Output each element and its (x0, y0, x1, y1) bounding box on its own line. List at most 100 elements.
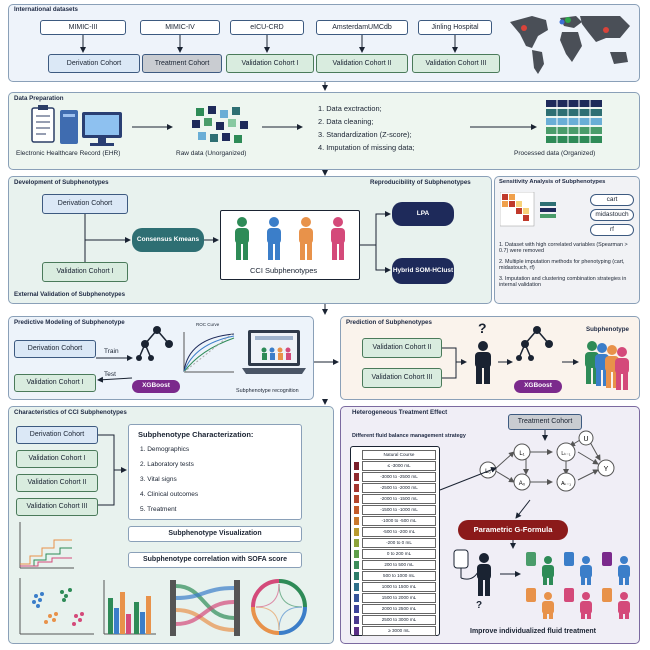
fluid-strategy-row: 0 to 200 mL (354, 549, 436, 560)
chord-diagram-icon (251, 579, 307, 635)
fluid-range-label: 2500 to 3000 mL (362, 614, 436, 625)
sens-note-2: 2. Multiple imputation methods for pheno… (499, 259, 625, 272)
subphenotype-group-icon (585, 341, 629, 390)
bar-plot-icon (103, 580, 156, 635)
dag-node-u: U (583, 436, 588, 443)
improve-label: Improve individualized fluid treatment (470, 628, 597, 635)
fluid-swatch (354, 561, 359, 570)
dag-node-l0: L₀ (485, 469, 491, 475)
fluid-range-label: ≥ 3000 mL (362, 625, 436, 636)
international-title: International datasets (14, 6, 78, 13)
hte-treatment-cohort: Treatment Cohort (508, 414, 582, 430)
chars-title: Characteristics of CCI Subphenotypes (14, 409, 127, 416)
repro-title: Reproducibility of Subphenotypes (370, 179, 471, 186)
fluid-range-label: -1500 to -1000 mL (362, 505, 436, 516)
fluid-swatch (354, 539, 359, 548)
pred-title: Predictive Modeling of Subphenotype (14, 319, 125, 326)
dag-node-lk: Lₖ₋₁ (561, 451, 571, 457)
fluid-range-label: 500 to 1000 mL (362, 571, 436, 582)
fluid-range-label: 1500 to 2000 mL (362, 592, 436, 603)
dev-title: Development of Subphenotypes (14, 179, 109, 186)
natural-course-label: Natural Course (362, 450, 436, 461)
predsub-question: ? (478, 320, 487, 336)
survival-curve-icon (19, 522, 74, 569)
sens-note-1: 1. Dataset with high correlated variable… (499, 242, 628, 255)
fluid-swatch (354, 583, 359, 591)
roc-curve-label: ROC Curve (196, 322, 220, 327)
predsub-validation-3: Validation Cohort III (362, 368, 442, 388)
raw-data-label: Raw data (Unorganized) (176, 150, 247, 157)
fluid-strategy-row: -1500 to -1000 mL (354, 505, 436, 516)
prep-title: Data Preparation (14, 95, 64, 102)
iv-bag-patient-icon (453, 549, 491, 596)
char-item-5: 5. Treatment (140, 506, 177, 513)
fluid-strategy-row: 500 to 1000 mL (354, 571, 436, 582)
dev-validation-cohort: Validation Cohort I (42, 262, 128, 282)
char-item-2: 2. Laboratory tests (140, 461, 194, 468)
fluid-swatch (354, 604, 359, 613)
visualization-box: Subphenotype Visualization (128, 526, 302, 542)
world-map-icon (510, 16, 630, 74)
treated-patients-icon (526, 552, 630, 619)
method-cart: cart (590, 194, 634, 206)
fluid-range-label: -3000 to -2500 mL (362, 472, 436, 483)
laptop-icon (242, 330, 306, 374)
prep-step-2: 2. Data cleaning; (318, 117, 374, 126)
pred-xgboost-pill: XGBoost (132, 380, 180, 393)
fluid-swatch (354, 506, 359, 515)
cci-subphenotypes-label: CCI Subphenotypes (250, 266, 318, 275)
characterization-box (128, 424, 302, 520)
fluid-swatch (354, 484, 359, 493)
dataset-amsterdam: AmsterdamUMCdb (316, 20, 408, 35)
fluid-strategy-row: -2000 to -1500 mL (354, 494, 436, 505)
fluid-range-label: -200 to 0 mL (362, 538, 436, 549)
processed-data-icon (546, 100, 602, 144)
fluid-strategy-row: 2000 to 2500 mL (354, 603, 436, 614)
dag-node-y: Y (604, 466, 609, 473)
method-rf: rf (590, 224, 634, 236)
dataset-mimic3: MIMIC-III (40, 20, 126, 35)
char-item-1: 1. Demographics (140, 446, 190, 453)
char-item-4: 4. Clinical outcomes (140, 491, 199, 498)
cohort-derivation: Derivation Cohort (48, 54, 140, 73)
dag-node-ak: Aₖ₋₁ (561, 481, 571, 487)
fluid-swatch (354, 626, 359, 635)
fluid-strategy-row: 2500 to 3000 mL (354, 614, 436, 625)
dev-derivation-cohort: Derivation Cohort (42, 194, 128, 214)
dag-node-l1: L₁ (519, 451, 524, 457)
alluvial-plot-icon (170, 580, 240, 636)
fluid-range-label: 0 to 200 mL (362, 549, 436, 560)
fluid-strategy-row: 200 to 500 mL (354, 560, 436, 571)
hybrid-som-hclust-pill: Hybrid SOM-HClust (392, 258, 454, 284)
fluid-swatch (354, 572, 359, 581)
fluid-range-label: -2000 to -1500 mL (362, 494, 436, 505)
prep-step-1: 1. Data exctraction; (318, 104, 382, 113)
predsub-xgboost-pill: XGBoost (514, 380, 562, 393)
fluid-strategy-row: ≥ 3000 mL (354, 625, 436, 636)
pred-validation-cohort: Validation Cohort I (14, 374, 96, 392)
fluid-strategy-row: ≤ -3000 mL (354, 461, 436, 472)
fluid-range-label: -500 to -200 mL (362, 527, 436, 538)
fluid-strategy-row: -1000 to -500 mL (354, 516, 436, 527)
ehr-label: Electronic Healthcare Record (EHR) (16, 150, 121, 157)
dataset-eicu: eICU-CRD (230, 20, 304, 35)
characterization-heading: Subphenotype Characterization: (138, 430, 254, 439)
fluid-strategy-rows: Natural Course≤ -3000 mL-3000 to -2500 m… (354, 450, 436, 637)
chars-derivation: Derivation Cohort (16, 426, 98, 444)
fluid-swatch (354, 517, 359, 526)
subphenotype-label: Subphenotype (586, 326, 629, 333)
fluid-strategy-row: -2500 to -2000 mL (354, 483, 436, 494)
correlation-heatmap-icon (500, 192, 556, 227)
sens-note-3: 3. Imputation and clustering combination… (499, 276, 627, 289)
fluid-swatch (354, 451, 359, 460)
fluid-strategy-row: -200 to 0 mL (354, 538, 436, 549)
method-midastouch: midastouch (590, 209, 634, 221)
hte-question: ? (476, 600, 483, 611)
prep-step-4: 4. Imputation of missing data; (318, 143, 415, 152)
chars-validation-2: Validation Cohort II (16, 474, 98, 492)
char-item-3: 3. Vital signs (140, 476, 177, 483)
hte-title: Heterogeneous Treatment Effect (352, 409, 448, 416)
fluid-strategy-row: -3000 to -2500 mL (354, 472, 436, 483)
dag-node-a0: A₀ (519, 481, 526, 487)
